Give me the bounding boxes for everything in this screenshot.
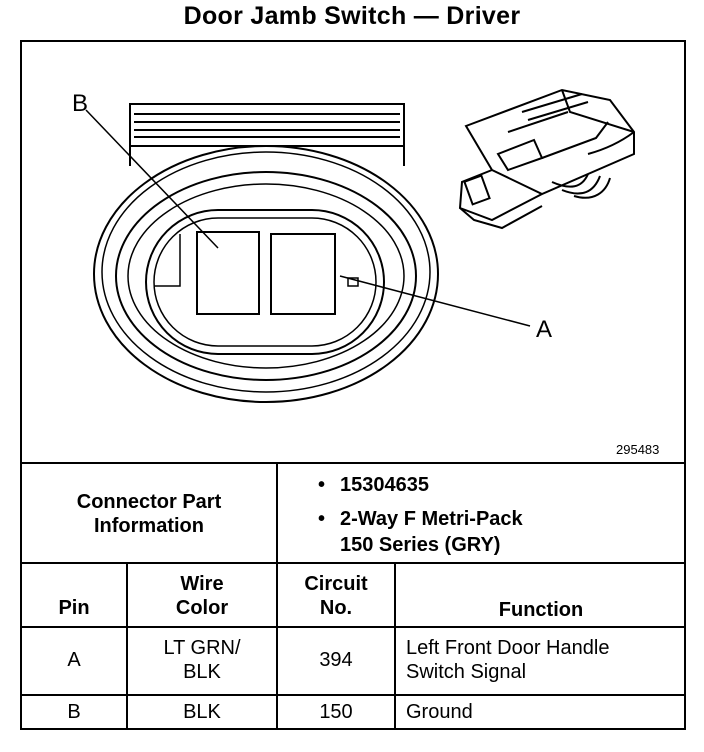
callout-b: B	[72, 90, 89, 117]
part-number: 15304635	[340, 474, 429, 496]
header-wire-color-line1: Wire	[180, 573, 224, 595]
connector-face	[145, 209, 385, 355]
row-a-function: Left Front Door Handle Switch Signal	[406, 636, 684, 684]
header-wire-color: Wire Color	[128, 572, 276, 620]
leader-line-b	[85, 109, 219, 249]
connector-outer-shell	[93, 145, 439, 403]
row-b-wire-color: BLK	[183, 701, 221, 723]
connector-perspective-view	[458, 88, 635, 230]
row-a-bottom-rule	[20, 694, 686, 696]
figure-number: 295483	[616, 442, 660, 457]
connector-info-label-line2: Information	[94, 515, 204, 537]
connector-seal	[115, 171, 417, 381]
row-a-function-line1: Left Front Door Handle	[406, 637, 610, 659]
info-divider	[276, 463, 278, 563]
diagram-title: Door Jamb Switch — Driver	[183, 2, 521, 30]
col-divider-1	[126, 563, 128, 730]
diagram-frame	[20, 40, 686, 730]
connector-type: 2-Way F Metri-Pack	[340, 508, 523, 530]
row-a-wire-line1: LT GRN/	[163, 637, 241, 659]
row-b-function: Ground	[406, 701, 473, 723]
header-function: Function	[498, 599, 584, 621]
col-divider-3	[394, 563, 396, 730]
connector-series: 150 Series (GRY)	[340, 534, 501, 556]
terminal-cavity-a	[270, 233, 336, 315]
row-a-pin: A	[67, 649, 81, 671]
row-a-circuit: 394	[319, 649, 353, 671]
connector-info-label-line1: Connector Part	[76, 491, 222, 513]
connector-info-item-1: • 15304635	[318, 472, 429, 498]
header-wire-color-line2: Color	[175, 597, 229, 619]
table-top-rule	[20, 462, 686, 464]
bullet-mark: •	[318, 508, 326, 530]
col-divider-2	[276, 563, 278, 730]
row-a-wire-line2: BLK	[183, 661, 221, 683]
header-circuit-line1: Circuit	[304, 573, 368, 595]
terminal-cavity-b	[196, 231, 260, 315]
header-circuit: Circuit No.	[278, 572, 394, 620]
leader-line-a	[339, 275, 531, 327]
callout-a: A	[536, 316, 553, 343]
row-a-function-line2: Switch Signal	[406, 661, 527, 683]
header-pin: Pin	[58, 597, 90, 619]
header-bottom-rule	[20, 626, 686, 628]
row-a-wire-color: LT GRN/ BLK	[128, 636, 276, 684]
row-b-circuit: 150	[319, 701, 353, 723]
connector-drawing	[85, 88, 635, 403]
connector-info-label: Connector Part Information	[22, 490, 276, 538]
header-circuit-line2: No.	[319, 597, 353, 619]
bullet-mark: •	[318, 474, 326, 496]
row-b-pin: B	[67, 701, 81, 723]
info-bottom-rule	[20, 562, 686, 564]
connector-latch	[129, 103, 405, 166]
connector-info-item-2: • 2-Way F Metri-Pack 150 Series (GRY)	[318, 506, 523, 558]
